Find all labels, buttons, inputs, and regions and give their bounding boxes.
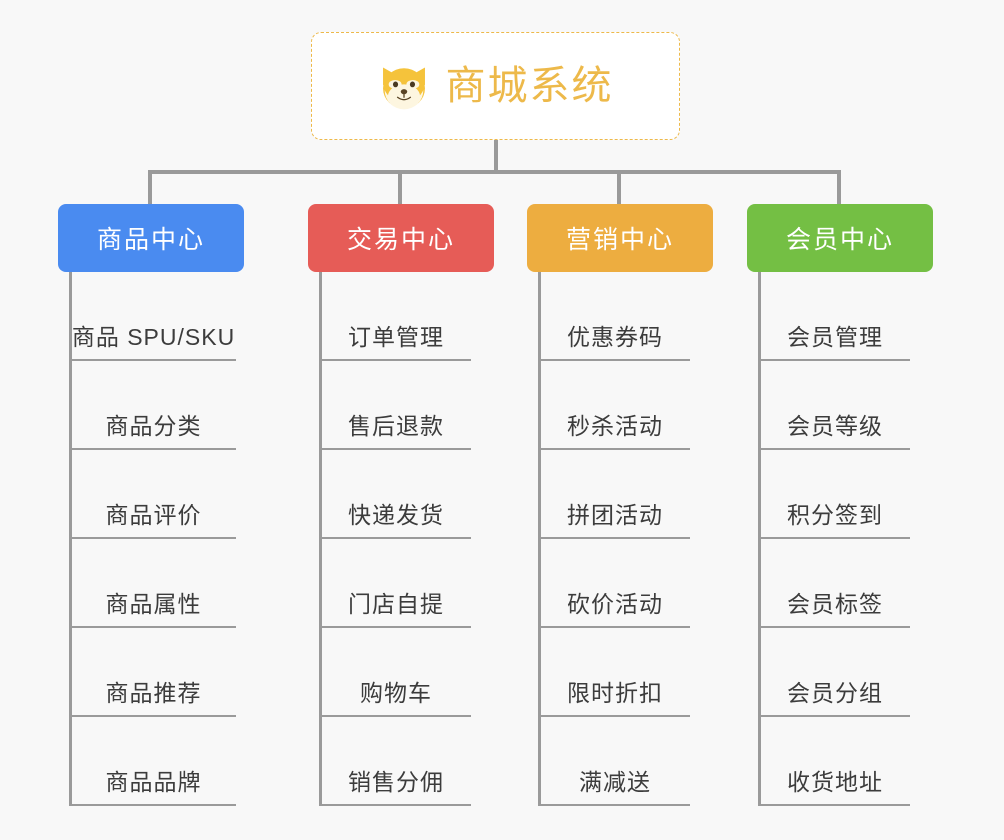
leaf-item[interactable]: 限时折扣: [540, 628, 690, 717]
category-column-product-center: 商品中心 商品 SPU/SKU 商品分类 商品评价 商品属性 商品推荐 商品品牌: [58, 204, 244, 806]
leaf-list-product-center: 商品 SPU/SKU 商品分类 商品评价 商品属性 商品推荐 商品品牌: [58, 272, 244, 806]
leaf-item-label: 商品推荐: [105, 680, 202, 706]
leaf-spine: [538, 272, 541, 806]
root-node-shopping-system[interactable]: 商城系统: [311, 32, 680, 140]
leaf-item[interactable]: 拼团活动: [540, 450, 690, 539]
leaf-list-member-center: 会员管理 会员等级 积分签到 会员标签 会员分组 收货地址: [747, 272, 933, 806]
leaf-item[interactable]: 商品评价: [71, 450, 236, 539]
leaf-item[interactable]: 快递发货: [321, 450, 471, 539]
connector-drop-category-2: [398, 170, 402, 206]
leaf-item[interactable]: 秒杀活动: [540, 361, 690, 450]
leaf-item[interactable]: 收货地址: [760, 717, 910, 806]
dog-face-icon: [382, 67, 425, 110]
connector-horizontal-bus: [150, 170, 840, 174]
leaf-item[interactable]: 优惠券码: [540, 272, 690, 361]
root-node-title: 商城系统: [445, 64, 614, 108]
leaf-item-label: 售后退款: [348, 413, 444, 439]
leaf-item-label: 订单管理: [348, 324, 444, 350]
leaf-item[interactable]: 会员标签: [760, 539, 910, 628]
leaf-item-label: 门店自提: [348, 591, 444, 617]
leaf-item-label: 快递发货: [348, 502, 444, 528]
connector-root-drop: [494, 140, 498, 172]
leaf-spine: [319, 272, 322, 806]
category-header-label: 营销中心: [565, 226, 674, 254]
leaf-item-label: 商品 SPU/SKU: [71, 324, 236, 350]
leaf-item[interactable]: 商品 SPU/SKU: [71, 272, 236, 361]
leaf-item[interactable]: 销售分佣: [321, 717, 471, 806]
leaf-item[interactable]: 会员分组: [760, 628, 910, 717]
connector-drop-category-1: [148, 170, 152, 206]
leaf-item-label: 会员分组: [787, 680, 883, 706]
leaf-item[interactable]: 商品属性: [71, 539, 236, 628]
leaf-item[interactable]: 会员管理: [760, 272, 910, 361]
leaf-item-label: 销售分佣: [348, 769, 444, 795]
category-column-marketing-center: 营销中心 优惠券码 秒杀活动 拼团活动 砍价活动 限时折扣 满减送: [527, 204, 713, 806]
leaf-spine: [69, 272, 72, 806]
leaf-item-label: 会员管理: [787, 324, 883, 350]
connector-drop-category-4: [837, 170, 841, 206]
leaf-item[interactable]: 会员等级: [760, 361, 910, 450]
leaf-item[interactable]: 商品分类: [71, 361, 236, 450]
category-header-label: 交易中心: [346, 226, 455, 254]
leaf-item[interactable]: 砍价活动: [540, 539, 690, 628]
category-column-member-center: 会员中心 会员管理 会员等级 积分签到 会员标签 会员分组 收货地址: [747, 204, 933, 806]
leaf-item[interactable]: 门店自提: [321, 539, 471, 628]
leaf-item-label: 会员标签: [787, 591, 883, 617]
leaf-item-label: 积分签到: [787, 502, 883, 528]
category-header-label: 商品中心: [96, 226, 205, 254]
leaf-item[interactable]: 商品推荐: [71, 628, 236, 717]
leaf-item[interactable]: 积分签到: [760, 450, 910, 539]
category-header-member-center[interactable]: 会员中心: [747, 204, 933, 272]
leaf-item-label: 限时折扣: [567, 680, 663, 706]
leaf-spine: [758, 272, 761, 806]
category-header-marketing-center[interactable]: 营销中心: [527, 204, 713, 272]
leaf-item-label: 拼团活动: [567, 502, 663, 528]
category-header-label: 会员中心: [785, 226, 894, 254]
leaf-item[interactable]: 售后退款: [321, 361, 471, 450]
category-header-product-center[interactable]: 商品中心: [58, 204, 244, 272]
leaf-item[interactable]: 订单管理: [321, 272, 471, 361]
leaf-list-marketing-center: 优惠券码 秒杀活动 拼团活动 砍价活动 限时折扣 满减送: [527, 272, 713, 806]
leaf-item-label: 收货地址: [787, 769, 883, 795]
connector-drop-category-3: [617, 170, 621, 206]
leaf-list-trade-center: 订单管理 售后退款 快递发货 门店自提 购物车 销售分佣: [308, 272, 494, 806]
leaf-item-label: 商品分类: [105, 413, 202, 439]
category-column-trade-center: 交易中心 订单管理 售后退款 快递发货 门店自提 购物车 销售分佣: [308, 204, 494, 806]
leaf-item-label: 购物车: [360, 680, 432, 706]
leaf-item[interactable]: 购物车: [321, 628, 471, 717]
leaf-item-label: 秒杀活动: [567, 413, 663, 439]
leaf-item-label: 砍价活动: [567, 591, 663, 617]
leaf-item-label: 商品属性: [105, 591, 202, 617]
leaf-item-label: 商品品牌: [105, 769, 202, 795]
leaf-item-label: 商品评价: [105, 502, 202, 528]
leaf-item[interactable]: 满减送: [540, 717, 690, 806]
leaf-item[interactable]: 商品品牌: [71, 717, 236, 806]
leaf-item-label: 优惠券码: [567, 324, 663, 350]
category-header-trade-center[interactable]: 交易中心: [308, 204, 494, 272]
leaf-item-label: 满减送: [579, 769, 651, 795]
leaf-item-label: 会员等级: [787, 413, 883, 439]
